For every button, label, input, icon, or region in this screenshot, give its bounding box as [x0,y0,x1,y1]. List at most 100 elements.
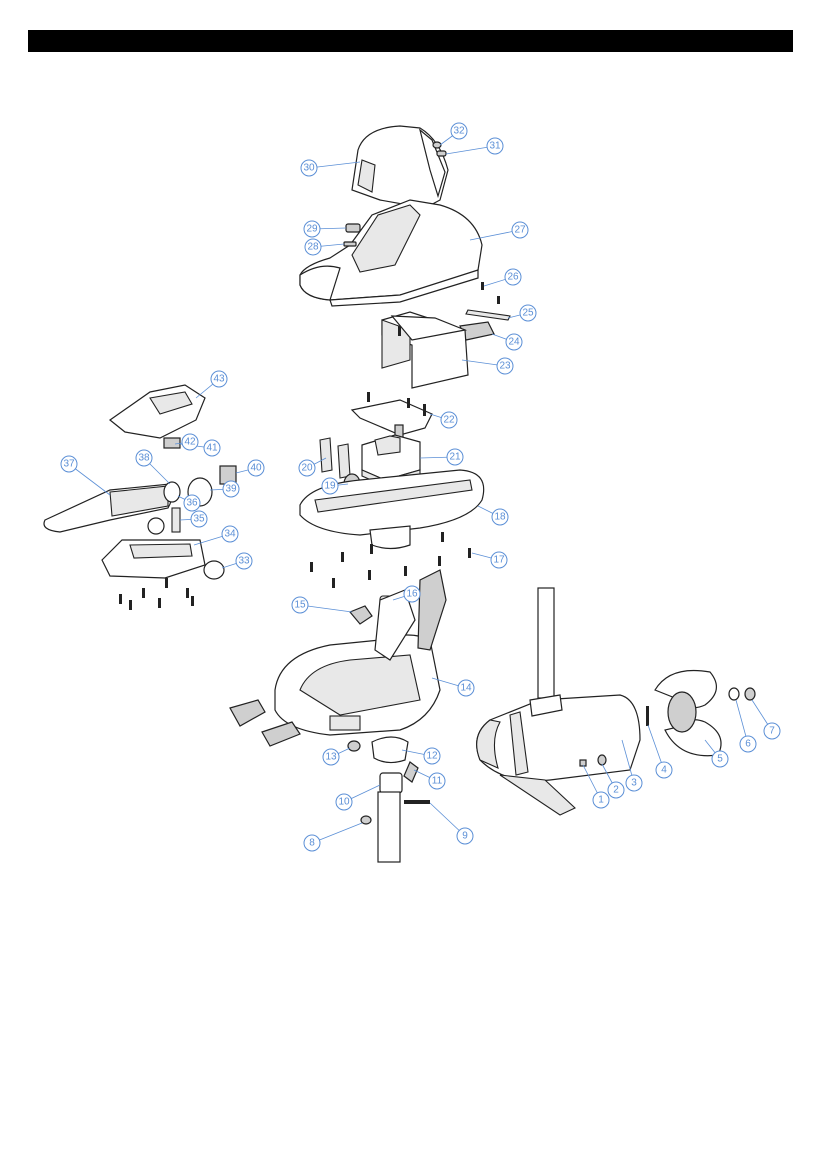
callout-number: 20 [301,463,313,474]
callout-24: 24 [506,334,522,350]
callout-number: 36 [186,498,198,509]
callout-number: 42 [184,437,196,448]
callout-2: 2 [608,782,624,798]
callout-number: 26 [507,272,519,283]
callout-23: 23 [497,358,513,374]
callout-number: 15 [294,600,306,611]
part-springs [320,438,350,478]
callout-32: 32 [451,123,467,139]
callout-number: 21 [449,452,461,463]
callout-15: 15 [292,597,308,613]
callout-16: 16 [404,586,420,602]
callout-27: 27 [512,222,528,238]
callout-number: 41 [206,443,218,454]
callout-number: 7 [769,726,775,737]
callout-28: 28 [305,239,321,255]
callout-number: 19 [324,481,336,492]
callout-number: 14 [460,683,472,694]
part-propeller [646,670,755,755]
callout-number: 17 [493,555,505,566]
part-tiller-cover [110,385,205,438]
callout-5: 5 [712,751,728,767]
callout-40: 40 [248,460,264,476]
part-cable-clips [460,282,510,340]
callout-number: 18 [494,512,506,523]
callout-4: 4 [656,762,672,778]
callout-42: 42 [182,434,198,450]
part-tiller-screws [119,578,194,610]
callout-34: 34 [222,526,238,542]
callout-6: 6 [740,736,756,752]
callout-8: 8 [304,835,320,851]
callout-19: 19 [322,478,338,494]
callout-3: 3 [626,775,642,791]
callout-22: 22 [441,412,457,428]
callout-20: 20 [299,460,315,476]
callout-number: 12 [426,751,438,762]
callout-17: 17 [491,552,507,568]
callout-number: 40 [250,463,262,474]
callout-number: 34 [224,529,236,540]
callout-39: 39 [223,481,239,497]
part-pcb-cover [382,312,468,388]
callout-number: 33 [238,556,250,567]
callout-number: 35 [193,514,205,525]
callout-31: 31 [487,138,503,154]
callout-25: 25 [520,305,536,321]
callout-33: 33 [236,553,252,569]
callout-number: 23 [499,361,511,372]
callout-number: 29 [306,224,318,235]
callout-number: 30 [303,163,315,174]
callout-number: 13 [325,752,337,763]
callout-10: 10 [336,794,352,810]
part-shaft-lower [378,792,400,862]
callout-37: 37 [61,456,77,472]
callout-26: 26 [505,269,521,285]
callout-number: 9 [462,831,468,842]
callout-35: 35 [191,511,207,527]
callout-38: 38 [136,450,152,466]
callout-number: 11 [432,776,443,787]
callout-1: 1 [593,792,609,808]
callout-14: 14 [458,680,474,696]
callout-number: 39 [225,484,237,495]
callout-number: 8 [309,838,315,849]
callout-number: 4 [661,765,667,776]
callout-number: 37 [63,459,75,470]
callout-30: 30 [301,160,317,176]
callout-number: 2 [613,785,619,796]
callout-number: 3 [631,778,637,789]
callout-number: 16 [406,589,418,600]
part-lever [350,606,372,624]
callout-number: 10 [338,797,350,808]
callout-36: 36 [184,495,200,511]
callout-number: 6 [745,739,751,750]
part-shaft-upper [538,588,554,698]
callout-18: 18 [492,509,508,525]
callout-number: 5 [717,754,723,765]
callout-number: 31 [489,141,501,152]
callout-number: 27 [514,225,526,236]
callout-number: 22 [443,415,455,426]
callout-11: 11 [429,773,445,789]
callout-number: 38 [138,453,150,464]
callout-21: 21 [447,449,463,465]
callout-13: 13 [323,749,339,765]
callout-7: 7 [764,723,780,739]
callout-number: 1 [598,795,604,806]
part-tiller-base [102,540,205,578]
callout-number: 32 [453,126,465,137]
callout-43: 43 [211,371,227,387]
callout-9: 9 [457,828,473,844]
part-bracket [352,400,432,439]
part-upper-housing [300,200,482,306]
callout-number: 25 [522,308,534,319]
callout-12: 12 [424,748,440,764]
callout-number: 43 [213,374,225,385]
callout-29: 29 [304,221,320,237]
callout-number: 24 [508,337,520,348]
part-top-lid [352,126,448,208]
callout-number: 28 [307,242,319,253]
callout-41: 41 [204,440,220,456]
